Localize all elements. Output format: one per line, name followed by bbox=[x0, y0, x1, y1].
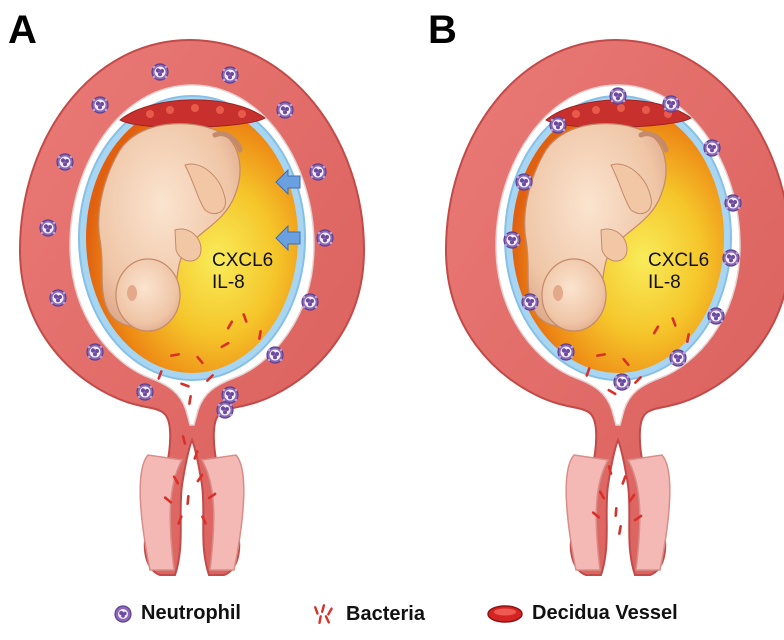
cytokine-label-cxcl6: CXCL6 bbox=[212, 250, 273, 271]
legend-label-bacteria: Bacteria bbox=[346, 603, 425, 626]
legend-item-decidua-vessel: Decidua Vessel bbox=[486, 602, 678, 625]
cytokine-label-il8: IL-8 bbox=[212, 272, 245, 293]
cervix bbox=[566, 455, 670, 570]
bacteria-icon bbox=[312, 602, 338, 626]
decidua-vessel-icon bbox=[486, 604, 524, 624]
legend-item-bacteria: Bacteria bbox=[312, 602, 425, 626]
legend-label-decidua-vessel: Decidua Vessel bbox=[532, 602, 678, 625]
cytokine-label-il8: IL-8 bbox=[648, 272, 681, 293]
legend-label-neutrophil: Neutrophil bbox=[141, 602, 241, 625]
panel-b: CXCL6 IL-8 bbox=[446, 40, 784, 575]
cytokine-label-cxcl6: CXCL6 bbox=[648, 250, 709, 271]
neutrophil-icon bbox=[113, 604, 133, 624]
legend: Neutrophil Bacteria Decidua Vessel bbox=[0, 602, 784, 636]
panel-a: CXCL6 IL-8 bbox=[20, 40, 364, 575]
cervix bbox=[140, 455, 244, 570]
uterus-diagram: CXCL6 IL-8 bbox=[0, 0, 784, 600]
legend-item-neutrophil: Neutrophil bbox=[113, 602, 241, 625]
